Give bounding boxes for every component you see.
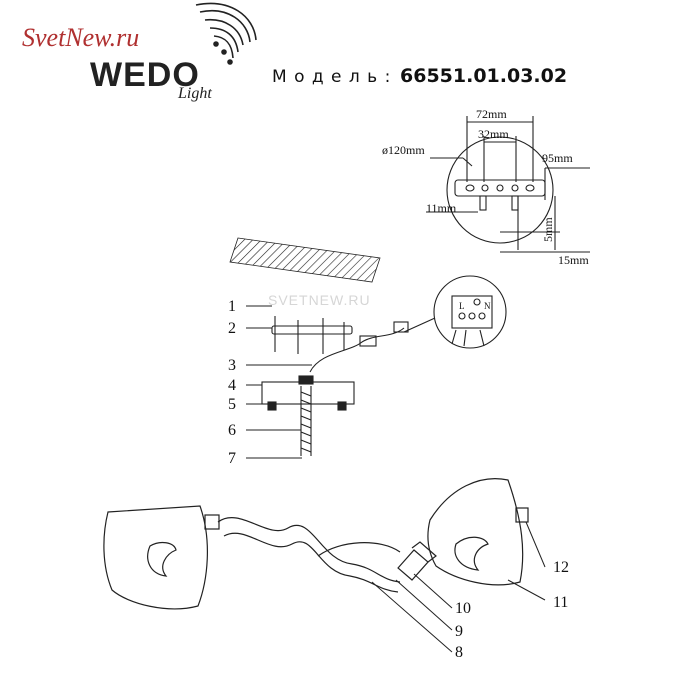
mounting-bracket (271, 325, 353, 335)
site-logo-text: SvetNew.ru (22, 23, 139, 52)
bar-hole (525, 184, 535, 192)
supply-cable (309, 327, 405, 373)
part-label-7: 7 (228, 450, 236, 467)
dim-depth-a: 5mm (541, 217, 555, 242)
threaded-tube (300, 386, 312, 456)
bar-hole (496, 184, 504, 192)
bracket-detail (426, 116, 590, 253)
part-labels-left: 1 2 3 4 5 6 7 (228, 298, 236, 467)
dim-depth-b: 15mm (558, 253, 589, 267)
part-leader-lines-bottom (371, 521, 546, 653)
terminal-block (451, 295, 493, 329)
dim-thickness: 11mm (426, 201, 457, 215)
canopy-foot (267, 401, 277, 411)
dim-diameter: ø120mm (382, 143, 425, 157)
part-label-5: 5 (228, 396, 236, 413)
terminal-screw (468, 312, 476, 320)
terminal-screw (478, 312, 486, 320)
terminal-label-n: N (484, 301, 491, 311)
terminal-label-l: L (459, 301, 465, 311)
part-leader-lines (246, 305, 312, 459)
part-labels-bottom: 8 9 10 11 12 (455, 559, 569, 661)
part-label-10: 10 (455, 600, 471, 617)
right-lamp-shade (427, 478, 524, 586)
mounting-bar (454, 179, 546, 197)
part-label-1: 1 (228, 298, 236, 315)
tube-nut (298, 375, 314, 385)
arm-branch (317, 542, 401, 557)
model-number: 66551.01.03.02 (400, 65, 567, 87)
screw-post (511, 195, 519, 211)
part-label-11: 11 (553, 594, 568, 611)
bar-hole (481, 184, 489, 192)
terminal-magnifier-circle (433, 275, 507, 349)
part-label-3: 3 (228, 357, 236, 374)
brand-logo-script: Light (177, 85, 212, 102)
cable-connector (393, 321, 409, 333)
right-shade-flame-icon (454, 536, 489, 571)
part-label-6: 6 (228, 422, 236, 439)
ceiling-surface (229, 237, 381, 283)
left-shade-flame-icon (147, 541, 177, 577)
curved-arm (217, 517, 401, 583)
part-label-9: 9 (455, 623, 463, 640)
part-label-2: 2 (228, 320, 236, 337)
ground-icon (473, 298, 481, 306)
dim-inner-width: 32mm (478, 127, 509, 141)
right-lamp-socket (397, 549, 429, 581)
left-socket-cap (204, 514, 220, 530)
right-shade-finial (515, 507, 529, 523)
canopy-foot (337, 401, 347, 411)
dim-outer-width: 72mm (476, 107, 507, 121)
part-label-4: 4 (228, 377, 236, 394)
dim-length: 95mm (542, 151, 573, 165)
wiring-detail (403, 275, 507, 349)
terminal-screw (458, 312, 466, 320)
tube-thread (300, 391, 312, 453)
lamp-body (103, 478, 529, 610)
model-label: М о д е л ь : (272, 67, 391, 87)
canopy-plate (261, 381, 355, 405)
curved-arm-edge (223, 532, 399, 593)
brand-logo: SvetNew.ru WEDO Light (22, 2, 257, 102)
left-lamp-shade (103, 505, 208, 610)
bar-hole (465, 184, 475, 192)
watermark-text: SVETNEW.RU (268, 292, 371, 308)
part-label-8: 8 (455, 644, 463, 661)
part-label-12: 12 (553, 559, 569, 576)
canopy-outline (446, 136, 554, 244)
canopy-assembly (261, 316, 409, 456)
brand-logo-wordmark: WEDO (90, 56, 200, 94)
screw-post (479, 195, 487, 211)
logo-sun-burst-icon (195, 2, 257, 65)
bracket-dimension-labels: 72mm 32mm ø120mm 95mm 11mm 5mm 15mm (382, 107, 589, 267)
bar-hole (511, 184, 519, 192)
cable-connector (359, 335, 377, 347)
